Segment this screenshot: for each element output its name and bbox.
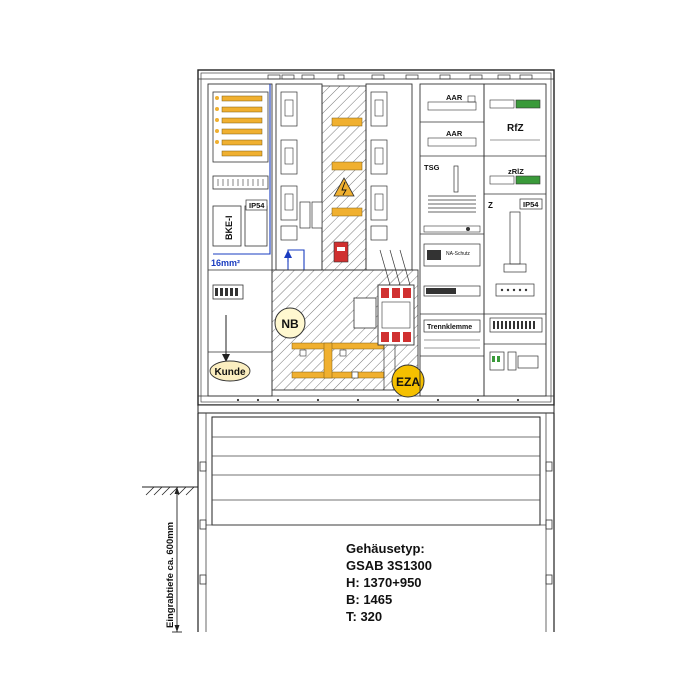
na-schutz-label: NA-Schutz — [446, 251, 470, 257]
depth-dimension: Eingrabtiefe ca. 600mm — [165, 487, 182, 633]
z-label: Z — [488, 201, 493, 210]
specs-depth: T: 320 — [346, 609, 383, 624]
center-fuses — [275, 83, 413, 271]
kunde-label: Kunde — [214, 367, 246, 378]
left-column: BKE-I IP54 16mm² Kunde — [207, 83, 273, 397]
eza-label: EZA — [396, 375, 420, 389]
eza-marker: EZA — [391, 364, 425, 398]
ip54-left-label: IP54 — [249, 201, 265, 210]
cable-label: 16mm² — [211, 258, 240, 268]
depth-label: Eingrabtiefe ca. 600mm — [165, 522, 176, 628]
ip54-right-label: IP54 — [523, 200, 539, 209]
cable-arrow — [284, 250, 292, 258]
aar-top-label: AAR — [446, 93, 463, 102]
zrlz-label: zRlZ — [508, 167, 524, 176]
ground-line — [142, 486, 198, 496]
specs-title: Gehäusetyp: — [346, 541, 425, 556]
aar-2-label: AAR — [446, 129, 463, 138]
tsg-label: TSG — [424, 163, 440, 172]
trennklemme-label: Trennklemme — [427, 324, 472, 331]
specs-height: H: 1370+950 — [346, 575, 422, 590]
specs-width: B: 1465 — [346, 592, 393, 607]
specs-model: GSAB 3S1300 — [346, 558, 432, 573]
right-section: AAR AAR TSG NA-Schutz Trennklemme RfZ zR… — [419, 83, 547, 397]
bke-label: BKE-I — [224, 216, 234, 241]
nb-area: NB — [271, 249, 419, 391]
nb-label: NB — [281, 317, 299, 331]
cabinet-base — [197, 404, 555, 632]
housing-specs: Gehäusetyp: GSAB 3S1300 H: 1370+950 B: 1… — [346, 540, 546, 625]
rfz-label: RfZ — [507, 123, 524, 134]
